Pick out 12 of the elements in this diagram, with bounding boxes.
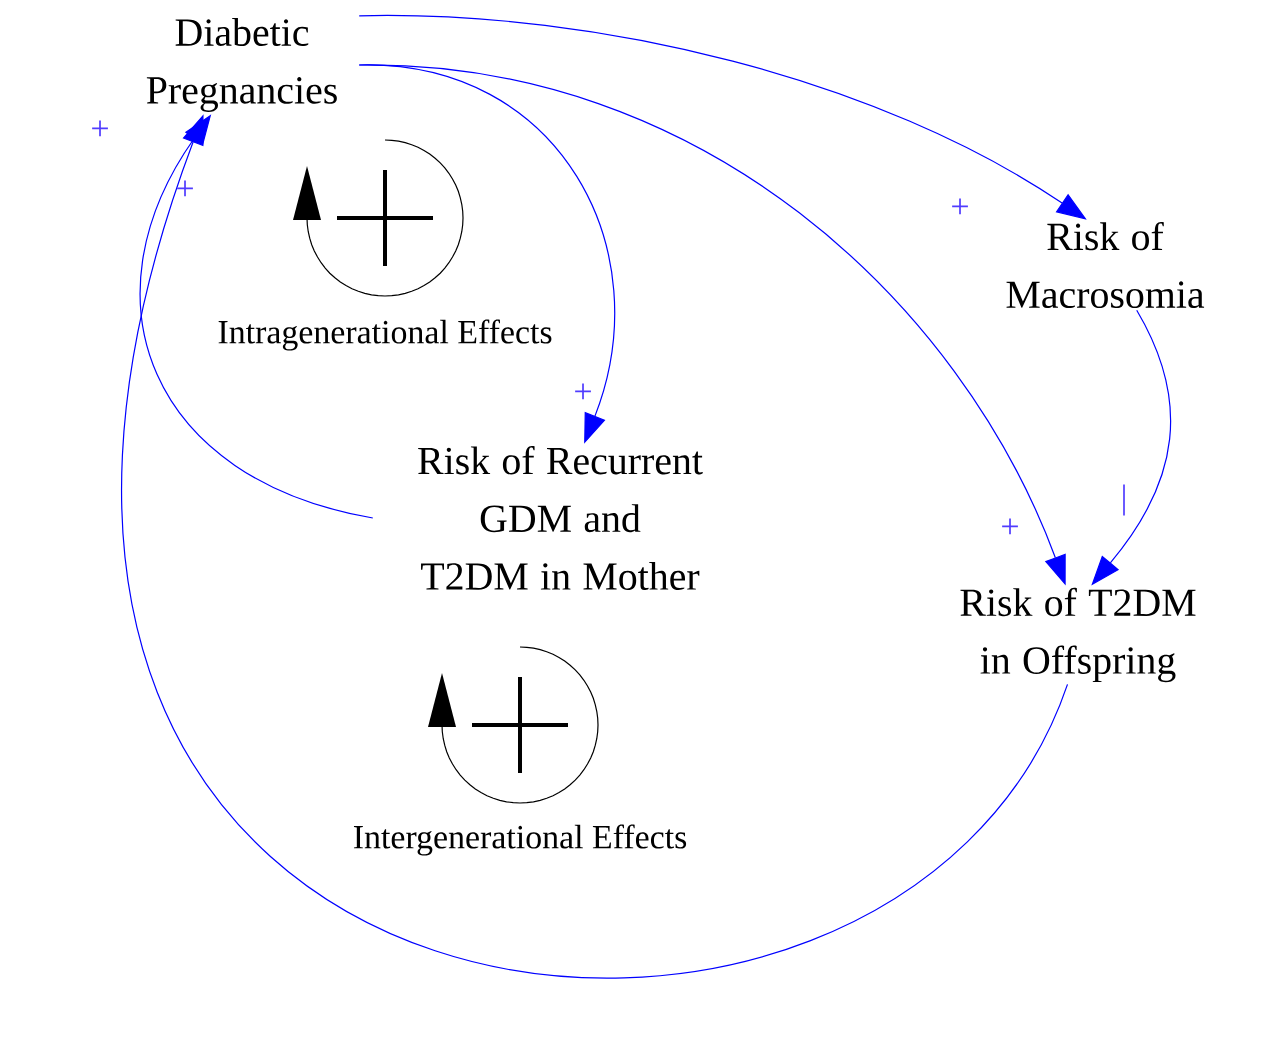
polarity-sign: + [952, 198, 968, 215]
variable-label: Risk of T2DM in Offspring [960, 587, 1196, 683]
polarity-sign: | [1123, 484, 1125, 516]
variable-label: Risk of Recurrent GDM and T2DM in Mother [418, 446, 703, 590]
polarity-sign: + [92, 120, 108, 137]
polarity-sign: + [177, 180, 193, 197]
loop-label: Intergenerational Effects [354, 824, 687, 856]
variable-label: Diabetic Pregnancies [146, 18, 337, 112]
variable-label: Risk of Macrosomia [1006, 221, 1205, 309]
polarity-sign: + [1002, 518, 1018, 535]
polarity-sign: + [575, 383, 591, 400]
loop-label: Intragenerational Effects [218, 319, 552, 351]
